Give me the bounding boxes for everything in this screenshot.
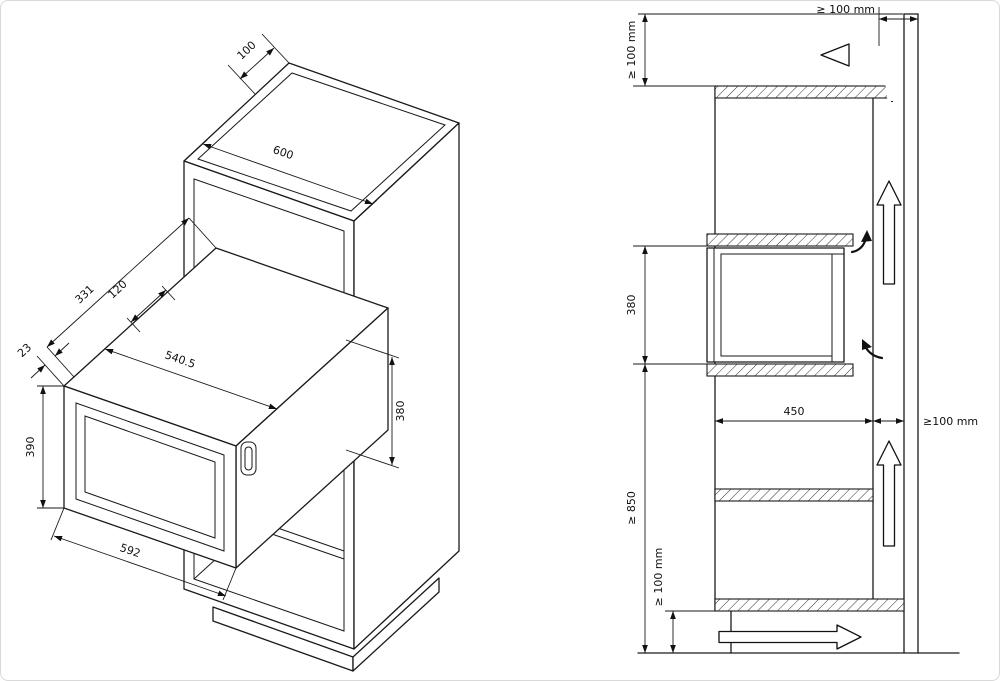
extension-line	[50, 507, 65, 541]
dim-label-niche-height: 380	[625, 295, 638, 316]
dimension-line	[30, 364, 46, 379]
niche-bottom-shelf	[706, 363, 854, 377]
dim-label-top-rear-clearance: ≥ 100 mm	[816, 3, 875, 16]
airflow-niche-top-arrowhead	[861, 230, 872, 242]
extension-line	[353, 199, 378, 222]
dimension-line	[202, 143, 374, 205]
extension-line	[183, 139, 208, 162]
dim-label-rear-clearance: ≥100 mm	[923, 415, 978, 428]
plinth-side	[352, 577, 440, 672]
airflow-up-arrow-1	[876, 180, 902, 285]
dim-label-door-offset: 23	[15, 341, 34, 360]
isometric-view: 100 600 120 331 23 540.5	[15, 33, 460, 672]
bottom-panel	[714, 598, 905, 612]
extension-line	[46, 346, 75, 378]
extension-line	[36, 355, 65, 387]
top-panel	[714, 85, 890, 99]
cabinet-section	[706, 85, 905, 654]
cabinet-plinth	[212, 577, 440, 672]
dim-label-inset-depth: 120	[106, 278, 130, 302]
dim-label-unit-height: 390	[24, 437, 37, 458]
dim-label-cabinet-width: 600	[271, 143, 295, 162]
dim-label-niche-depth: 450	[784, 405, 805, 418]
microwave-section	[706, 247, 845, 363]
extension-line	[188, 217, 217, 249]
section-view: ≥ 100 mm ≥ 100 mm 380 ≥ 850 450 ≥100 mm …	[625, 3, 978, 654]
dimension-line	[53, 535, 227, 597]
airflow-inlet-arrow	[718, 624, 862, 650]
extension-line	[63, 344, 110, 387]
section-dimensions: ≥ 100 mm ≥ 100 mm 380 ≥ 850 450 ≥100 mm …	[625, 3, 978, 653]
niche-top-shelf	[706, 233, 854, 247]
cabinet-side-face	[353, 122, 460, 650]
airflow-top-curve-core	[846, 50, 897, 102]
dimension-line	[104, 348, 278, 410]
airflow-niche-bottom-arrowhead	[862, 339, 872, 350]
extension-line	[345, 449, 400, 469]
dim-label-unit-width: 592	[118, 541, 142, 560]
door-handle-outer	[240, 441, 257, 476]
extension-line	[261, 33, 290, 64]
dim-label-plinth-clearance: ≥ 100 mm	[652, 548, 665, 607]
dim-label-body-depth: 331	[73, 283, 97, 307]
extension-line	[227, 64, 256, 95]
dim-label-top-depth: 100	[235, 39, 259, 63]
dim-label-min-floor-height: ≥ 850	[625, 491, 638, 525]
dim-label-niche-height: 380	[394, 401, 407, 422]
airflow	[718, 43, 902, 650]
dimension-line	[46, 217, 190, 348]
microwave-body	[706, 247, 845, 363]
dimension-line	[239, 47, 275, 80]
lower-shelf	[714, 488, 874, 502]
dim-label-top-clearance: ≥ 100 mm	[625, 21, 638, 80]
door-handle	[240, 441, 257, 476]
wall	[903, 13, 919, 654]
airflow-top-arrowhead	[820, 43, 850, 67]
airflow-up-arrow-2	[876, 440, 902, 547]
extension-line	[235, 404, 282, 447]
microwave-rear-step	[831, 253, 844, 362]
door-handle-inner	[244, 446, 253, 471]
dimension-line	[54, 342, 70, 357]
extension-line	[345, 339, 400, 359]
